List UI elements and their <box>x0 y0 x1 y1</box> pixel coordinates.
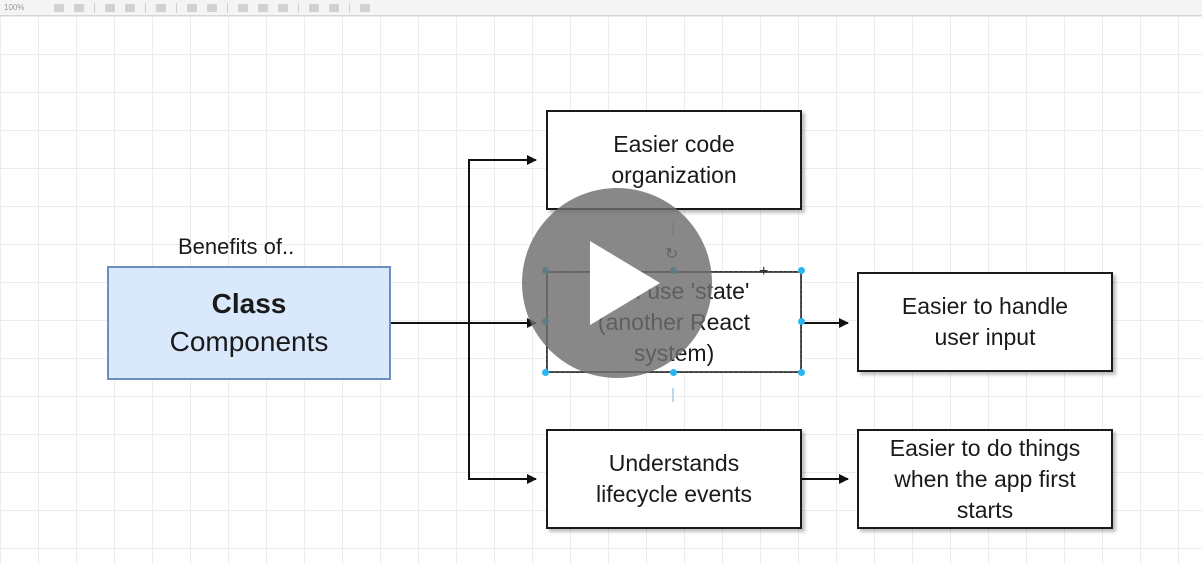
to-back-icon[interactable] <box>207 3 217 12</box>
node-first-start[interactable]: Easier to do things when the app first s… <box>857 429 1113 529</box>
zoom-level[interactable]: 100% <box>4 3 25 12</box>
resize-handle-sw[interactable] <box>542 369 549 376</box>
node-user-input[interactable]: Easier to handle user input <box>857 272 1113 372</box>
resize-handle-se[interactable] <box>798 369 805 376</box>
toolbar-divider <box>349 2 350 13</box>
delete-icon[interactable] <box>156 3 166 12</box>
to-front-icon[interactable] <box>187 3 197 12</box>
benefits-label: Benefits of.. <box>178 234 295 259</box>
toolbar-divider <box>94 2 95 13</box>
waypoints-icon[interactable] <box>329 3 339 12</box>
toolbar-divider <box>176 2 177 13</box>
zoom-out-icon[interactable] <box>74 3 84 12</box>
shadow-icon[interactable] <box>278 3 288 12</box>
zoom-in-icon[interactable] <box>54 3 64 12</box>
play-icon <box>590 241 660 325</box>
editor-toolbar: 100% <box>0 0 1202 16</box>
add-connection-icon[interactable]: + <box>759 263 769 280</box>
resize-handle-e[interactable] <box>798 318 805 325</box>
toolbar-divider <box>227 2 228 13</box>
resize-handle-s[interactable] <box>670 369 677 376</box>
line-color-icon[interactable] <box>258 3 268 12</box>
class-title: Class <box>211 288 287 319</box>
class-components-box[interactable]: Class Components <box>107 266 391 380</box>
undo-icon[interactable] <box>105 3 115 12</box>
toolbar-divider <box>145 2 146 13</box>
redo-icon[interactable] <box>125 3 135 12</box>
video-play-button[interactable] <box>522 188 712 378</box>
fill-color-icon[interactable] <box>238 3 248 12</box>
class-subtitle: Components <box>169 326 329 357</box>
insert-icon[interactable] <box>360 3 370 12</box>
connection-icon[interactable] <box>309 3 319 12</box>
node-lifecycle[interactable]: Understands lifecycle events <box>546 429 802 529</box>
resize-handle-ne[interactable] <box>798 267 805 274</box>
toolbar-divider <box>298 2 299 13</box>
